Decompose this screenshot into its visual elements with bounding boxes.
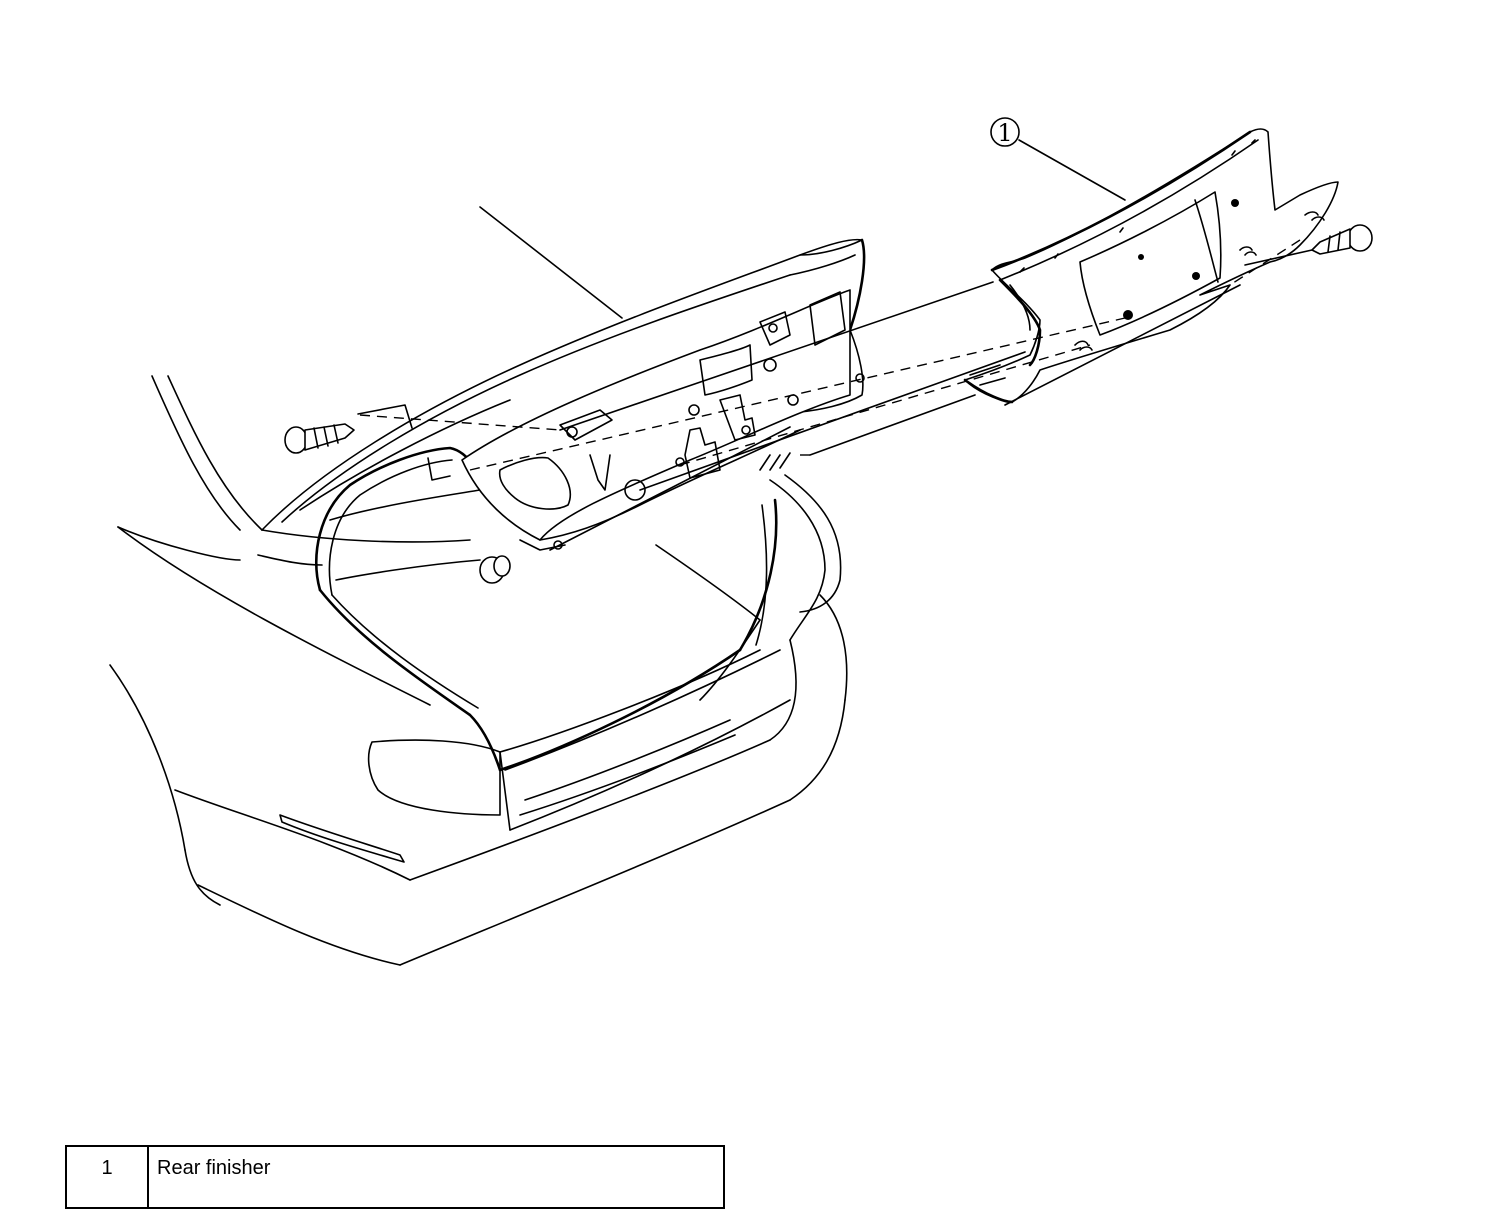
callout-leader-line xyxy=(1019,140,1125,200)
legend-table: 1 Rear finisher xyxy=(65,1145,725,1209)
grommet-center xyxy=(480,556,510,583)
callout-circle xyxy=(991,118,1019,146)
callout-number: 1 xyxy=(997,119,1012,147)
legend-row: 1 Rear finisher xyxy=(65,1145,725,1209)
car-body xyxy=(110,207,847,965)
legend-label: Rear finisher xyxy=(147,1145,725,1209)
rear-finisher xyxy=(965,129,1338,402)
guide-lines xyxy=(360,240,1312,550)
screw-left xyxy=(285,405,412,453)
legend-number: 1 xyxy=(65,1145,149,1209)
screw-right xyxy=(1312,225,1372,254)
callout-1: 1 xyxy=(991,118,1125,200)
